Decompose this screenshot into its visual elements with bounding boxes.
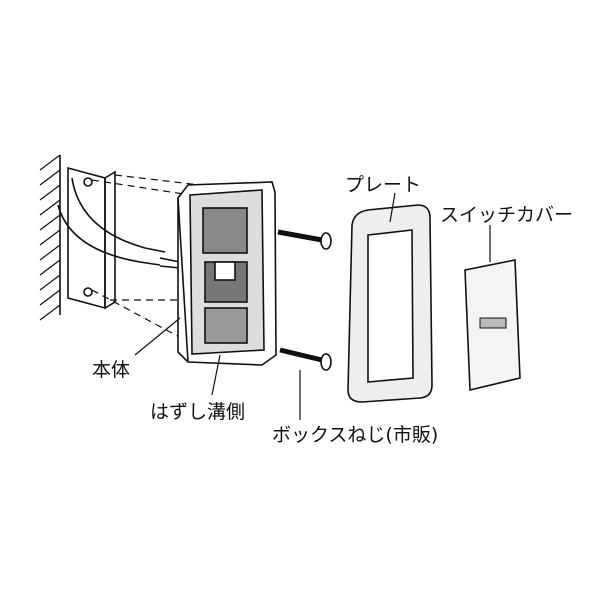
screw-bottom — [279, 347, 332, 371]
label-plate: プレート — [345, 174, 422, 196]
plate — [347, 204, 433, 403]
wall — [39, 154, 61, 321]
label-box-screw: ボックスねじ(市販) — [272, 424, 439, 446]
label-removal-groove-side: はずし溝側 — [150, 401, 246, 423]
leader-lines — [134, 192, 491, 420]
projection-lines — [91, 174, 201, 341]
label-body: 本体 — [92, 359, 131, 381]
switch-body — [177, 181, 277, 366]
cable — [57, 177, 181, 269]
switch-cover — [464, 259, 521, 392]
label-switch-cover: スイッチカバー — [440, 204, 574, 226]
screw-top — [277, 229, 332, 250]
